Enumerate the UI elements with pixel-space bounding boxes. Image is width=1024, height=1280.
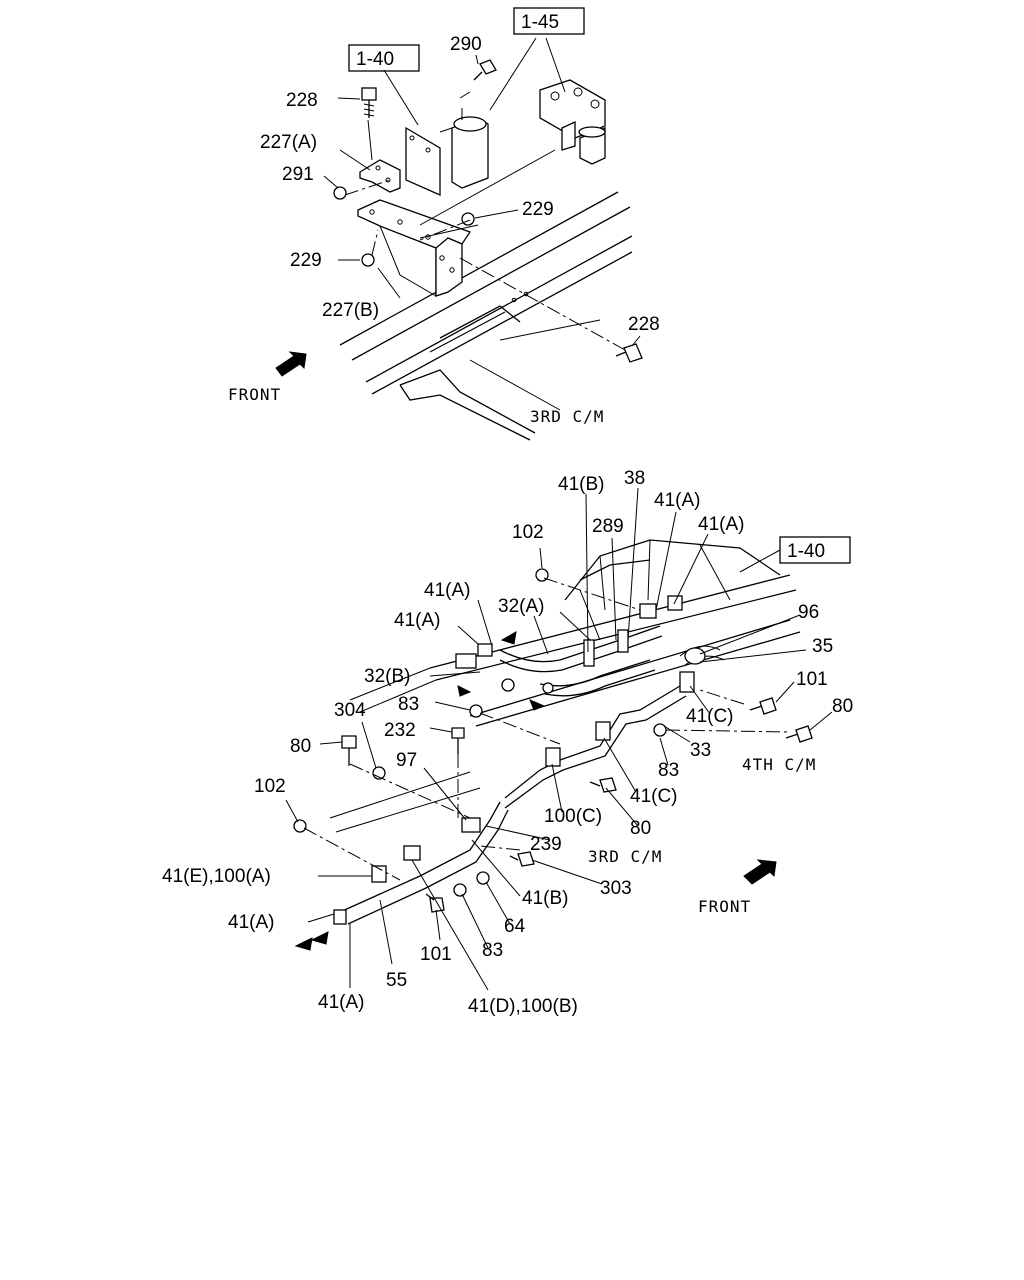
label-64: 64 xyxy=(504,916,526,937)
label-41a-top2: 41(A) xyxy=(698,514,744,535)
label-229-left: 229 xyxy=(290,250,322,271)
bracket-227a xyxy=(359,159,401,193)
label-41c-mid: 41(C) xyxy=(630,786,678,807)
label-80-left: 80 xyxy=(290,736,311,757)
bolt-80-right xyxy=(795,725,813,743)
ref-1-45: 1-45 xyxy=(521,12,559,33)
label-101-right: 101 xyxy=(796,669,828,690)
label-41a-bottom2: 41(A) xyxy=(318,992,364,1013)
bolt-80-left xyxy=(341,735,357,749)
front-label-upper: FRONT xyxy=(228,385,281,404)
front-arrow-icon-lower xyxy=(743,859,777,885)
label-96: 96 xyxy=(798,602,819,623)
label-227b: 227(B) xyxy=(322,300,379,321)
crossmember-3rd-label: 3RD C/M xyxy=(588,847,662,866)
bolt-80-mid xyxy=(599,777,617,793)
bolt-303 xyxy=(517,851,535,867)
label-239: 239 xyxy=(530,834,562,855)
fuel-pipes xyxy=(339,625,725,925)
bolt-101-bottom xyxy=(429,897,445,913)
label-41b-bottom: 41(B) xyxy=(522,888,568,909)
lower-leaders xyxy=(285,487,833,991)
label-227a: 227(A) xyxy=(260,132,317,153)
flow-arrows xyxy=(294,631,546,951)
nut-83-a xyxy=(469,704,483,718)
label-41e-100a: 41(E),100(A) xyxy=(162,866,271,887)
label-228-top: 228 xyxy=(286,90,318,111)
nut-102-left xyxy=(293,819,307,833)
label-102-left: 102 xyxy=(254,776,286,797)
label-32b: 32(B) xyxy=(364,666,410,687)
bolt-228-top xyxy=(361,87,377,118)
label-289: 289 xyxy=(592,516,624,537)
label-35: 35 xyxy=(812,636,833,657)
label-83-a: 83 xyxy=(398,694,419,715)
crossmember-label-upper: 3RD C/M xyxy=(530,407,604,426)
crossmember-4th-label: 4TH C/M xyxy=(742,755,816,774)
bolt-232 xyxy=(451,727,465,739)
label-100c: 100(C) xyxy=(544,806,602,827)
label-32a: 32(A) xyxy=(498,596,544,617)
water-separator xyxy=(439,91,489,189)
label-41b-top: 41(B) xyxy=(558,474,604,495)
nut-229-right xyxy=(461,212,475,226)
nut-291 xyxy=(333,186,347,200)
upper-frame-rail xyxy=(339,191,633,441)
ref-box-1-45 xyxy=(513,7,585,35)
front-arrow-icon-upper xyxy=(275,351,307,377)
ref-1-40-upper: 1-40 xyxy=(356,49,394,70)
label-80-right: 80 xyxy=(832,696,853,717)
upper-leaders xyxy=(323,37,641,351)
label-290: 290 xyxy=(450,34,482,55)
label-41a-left2: 41(A) xyxy=(394,610,440,631)
label-228-bottom: 228 xyxy=(628,314,660,335)
label-41a-bottom1: 41(A) xyxy=(228,912,274,933)
bolt-290 xyxy=(473,59,497,81)
label-303: 303 xyxy=(600,878,632,899)
label-41c-right: 41(C) xyxy=(686,706,734,727)
bracket-227b xyxy=(357,199,472,297)
bolt-101-right xyxy=(759,697,777,715)
label-83-c: 83 xyxy=(482,940,503,961)
lower-fasteners xyxy=(293,568,813,913)
nut-64 xyxy=(476,871,490,885)
label-229-right: 229 xyxy=(522,199,554,220)
label-80-mid: 80 xyxy=(630,818,651,839)
fuel-filter-assembly xyxy=(539,79,606,165)
nut-83-c xyxy=(453,883,467,897)
label-97: 97 xyxy=(396,750,417,771)
label-38: 38 xyxy=(624,468,645,489)
label-41a-top1: 41(A) xyxy=(654,490,700,511)
label-83-b: 83 xyxy=(658,760,679,781)
ref-box-1-40-upper xyxy=(348,44,420,72)
front-label-lower: FRONT xyxy=(698,897,751,916)
nut-229-left xyxy=(361,253,375,267)
label-101-bottom: 101 xyxy=(420,944,452,965)
label-102-top: 102 xyxy=(512,522,544,543)
fuel-tank xyxy=(559,539,781,641)
ref-1-40-lower: 1-40 xyxy=(787,541,825,562)
label-232: 232 xyxy=(384,720,416,741)
label-41d-100b: 41(D),100(B) xyxy=(468,996,578,1017)
label-291: 291 xyxy=(282,164,314,185)
lower-view: 1-40 41(B) 38 41(A) 289 41(A) 102 41(A) … xyxy=(162,468,853,1017)
label-304: 304 xyxy=(334,700,366,721)
label-41a-left1: 41(A) xyxy=(424,580,470,601)
pipe-clips xyxy=(333,595,706,925)
label-33: 33 xyxy=(690,740,711,761)
plate-bracket xyxy=(405,126,441,196)
label-55: 55 xyxy=(386,970,407,991)
upper-view: 1-40 1-45 290 228 227(A) 291 229 229 227… xyxy=(228,7,660,441)
